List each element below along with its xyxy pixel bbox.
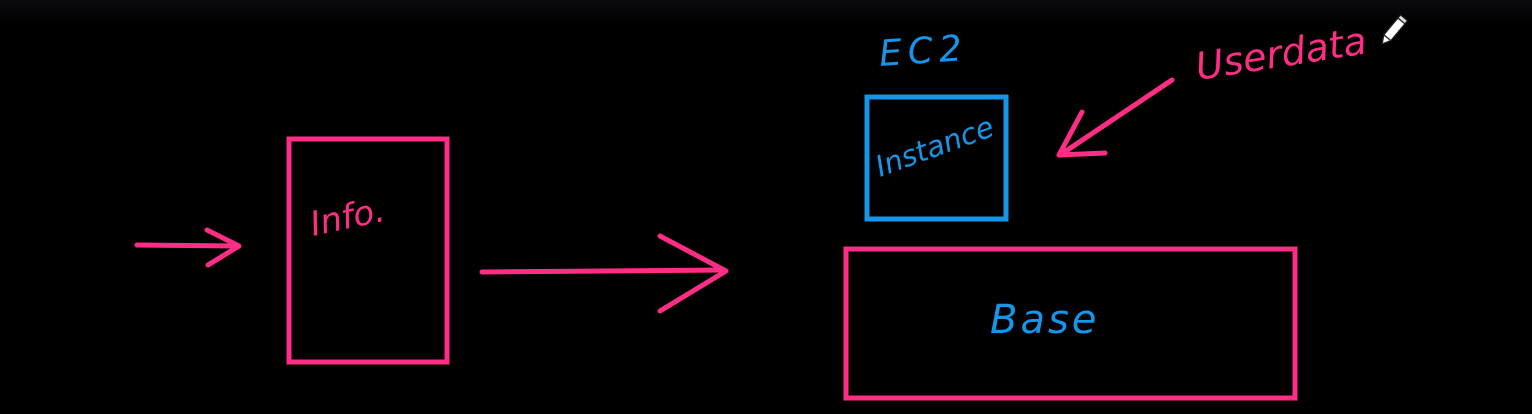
userdata-arrow bbox=[1056, 77, 1175, 158]
instance-box bbox=[864, 94, 1009, 222]
info-box bbox=[286, 136, 450, 365]
instance-label: Instance bbox=[871, 109, 999, 183]
transition-arrow bbox=[479, 233, 729, 314]
info-label: Info. bbox=[307, 190, 389, 245]
ec2-label: EC2 bbox=[878, 28, 969, 75]
base-label: Base bbox=[990, 297, 1099, 343]
pencil-icon bbox=[1381, 14, 1409, 45]
base-box bbox=[843, 246, 1298, 401]
input-arrow bbox=[134, 227, 242, 268]
userdata-label: Userdata bbox=[1193, 18, 1370, 88]
